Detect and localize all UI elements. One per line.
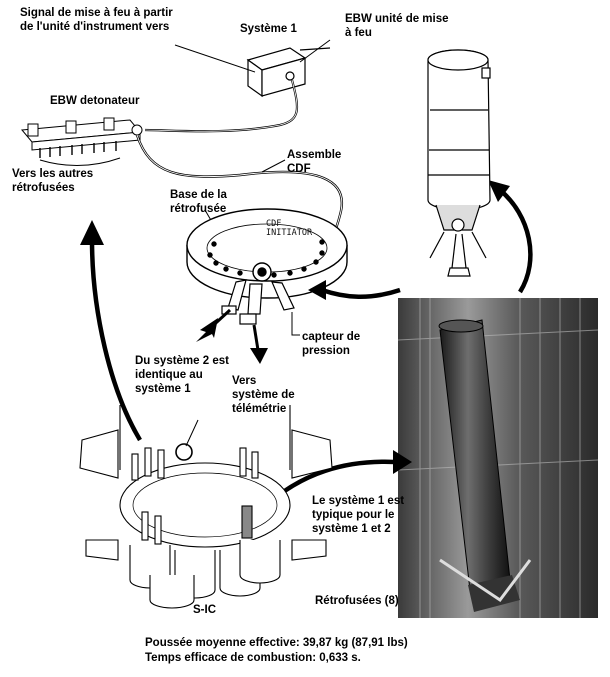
system-1-label: Système 1 [240, 23, 297, 35]
arrow-to-telemetry [250, 348, 268, 364]
retrorocket-photo [397, 298, 599, 618]
arrow-to-telemetry-shaft [252, 324, 260, 351]
retro-count-label: Rétrofusées (8) [315, 595, 399, 607]
cdf-initiator-label: CDF INITIATOR [266, 219, 313, 238]
pressure-sensor-label: capteur de pression [302, 331, 361, 357]
arrow-sic-to-manifold [89, 239, 142, 442]
sic-stage [79, 405, 333, 609]
ebw-firing-unit [246, 47, 331, 98]
thrust-text: Poussée moyenne effective: 39,87 kg (87,… [145, 637, 408, 649]
cdf-assembly-label: Assemble CDF [287, 149, 342, 175]
ebw-detonator-label: EBW detonateur [50, 95, 140, 107]
ebw-unit-leader-line [299, 39, 331, 63]
ebw-unit-label: EBW unité de mise à feu [345, 13, 449, 39]
signal-leader-line [174, 44, 256, 73]
other-retro-label: Vers les autres rétrofusées [12, 168, 94, 194]
arrow-to-retrorocket [498, 188, 533, 294]
sic-label: S-IC [193, 604, 216, 616]
retrorocket-illustration [427, 49, 491, 277]
ebw-detonator-manifold [21, 117, 143, 158]
other-retro-bracket [39, 157, 121, 166]
system-2-label: Du système 2 est identique au système 1 [135, 355, 229, 395]
retrorocket-base [186, 208, 348, 299]
telemetry-label: Vers système de télémétrie [232, 375, 295, 415]
signal-label: Signal de mise à feu à partir de l'unité… [20, 7, 173, 33]
burn-time-text: Temps efficace de combustion: 0,633 s. [145, 652, 361, 664]
retro-base-label: Base de la rétrofusée [170, 189, 227, 215]
system-1-typical-label: Le système 1 est typique pour le système… [312, 495, 405, 535]
arrow-photo-to-base [321, 287, 401, 299]
